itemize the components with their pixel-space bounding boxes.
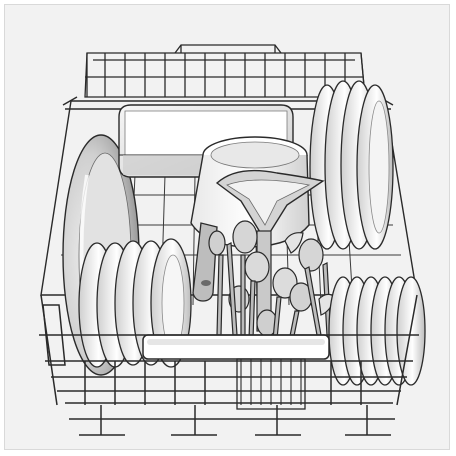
illustration-frame xyxy=(4,4,450,450)
cutlery-basket xyxy=(142,334,330,410)
dishwasher-basket-illustration xyxy=(5,5,449,449)
basket-back-frame xyxy=(84,44,366,98)
cooking-pot xyxy=(190,136,310,248)
spoons xyxy=(208,220,324,337)
basket-front-rails xyxy=(39,294,419,436)
plates-right-back xyxy=(309,80,394,250)
plates-right-front xyxy=(328,276,426,386)
